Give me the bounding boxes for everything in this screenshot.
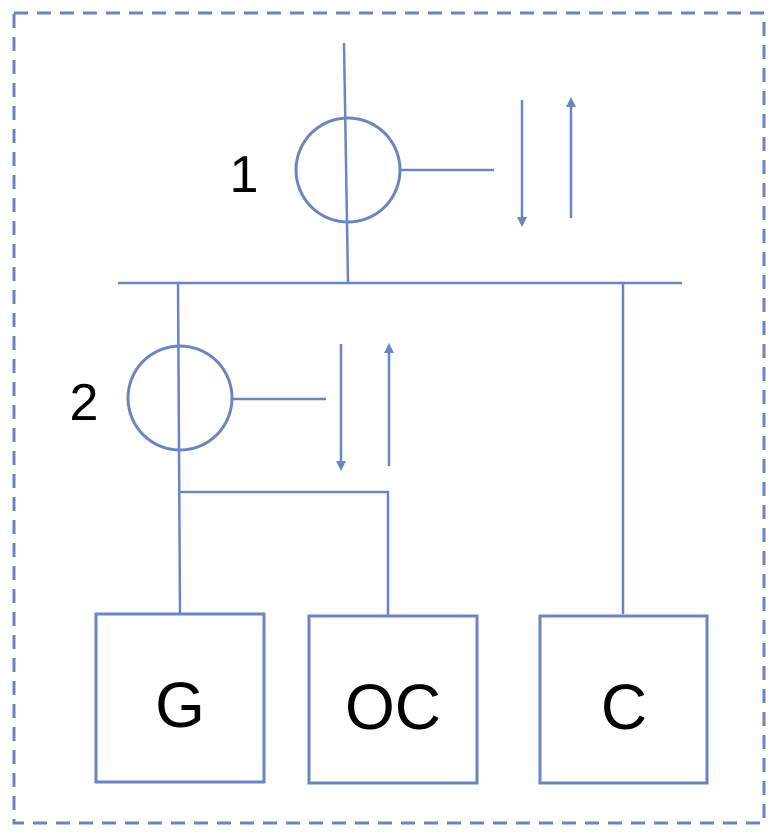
meter-1-circle bbox=[294, 116, 402, 224]
feeder-line bbox=[342, 42, 350, 284]
branch-oc-line bbox=[180, 490, 390, 616]
box-oc-label: OC bbox=[345, 671, 441, 743]
meter-2-label: 2 bbox=[70, 374, 99, 432]
box-c bbox=[538, 614, 709, 785]
box-g-label: G bbox=[155, 669, 205, 741]
system-boundary bbox=[12, 11, 766, 825]
box-oc bbox=[307, 614, 479, 785]
box-c-label: C bbox=[601, 671, 647, 743]
meter-1-label: 1 bbox=[230, 146, 259, 204]
box-g bbox=[94, 612, 266, 784]
